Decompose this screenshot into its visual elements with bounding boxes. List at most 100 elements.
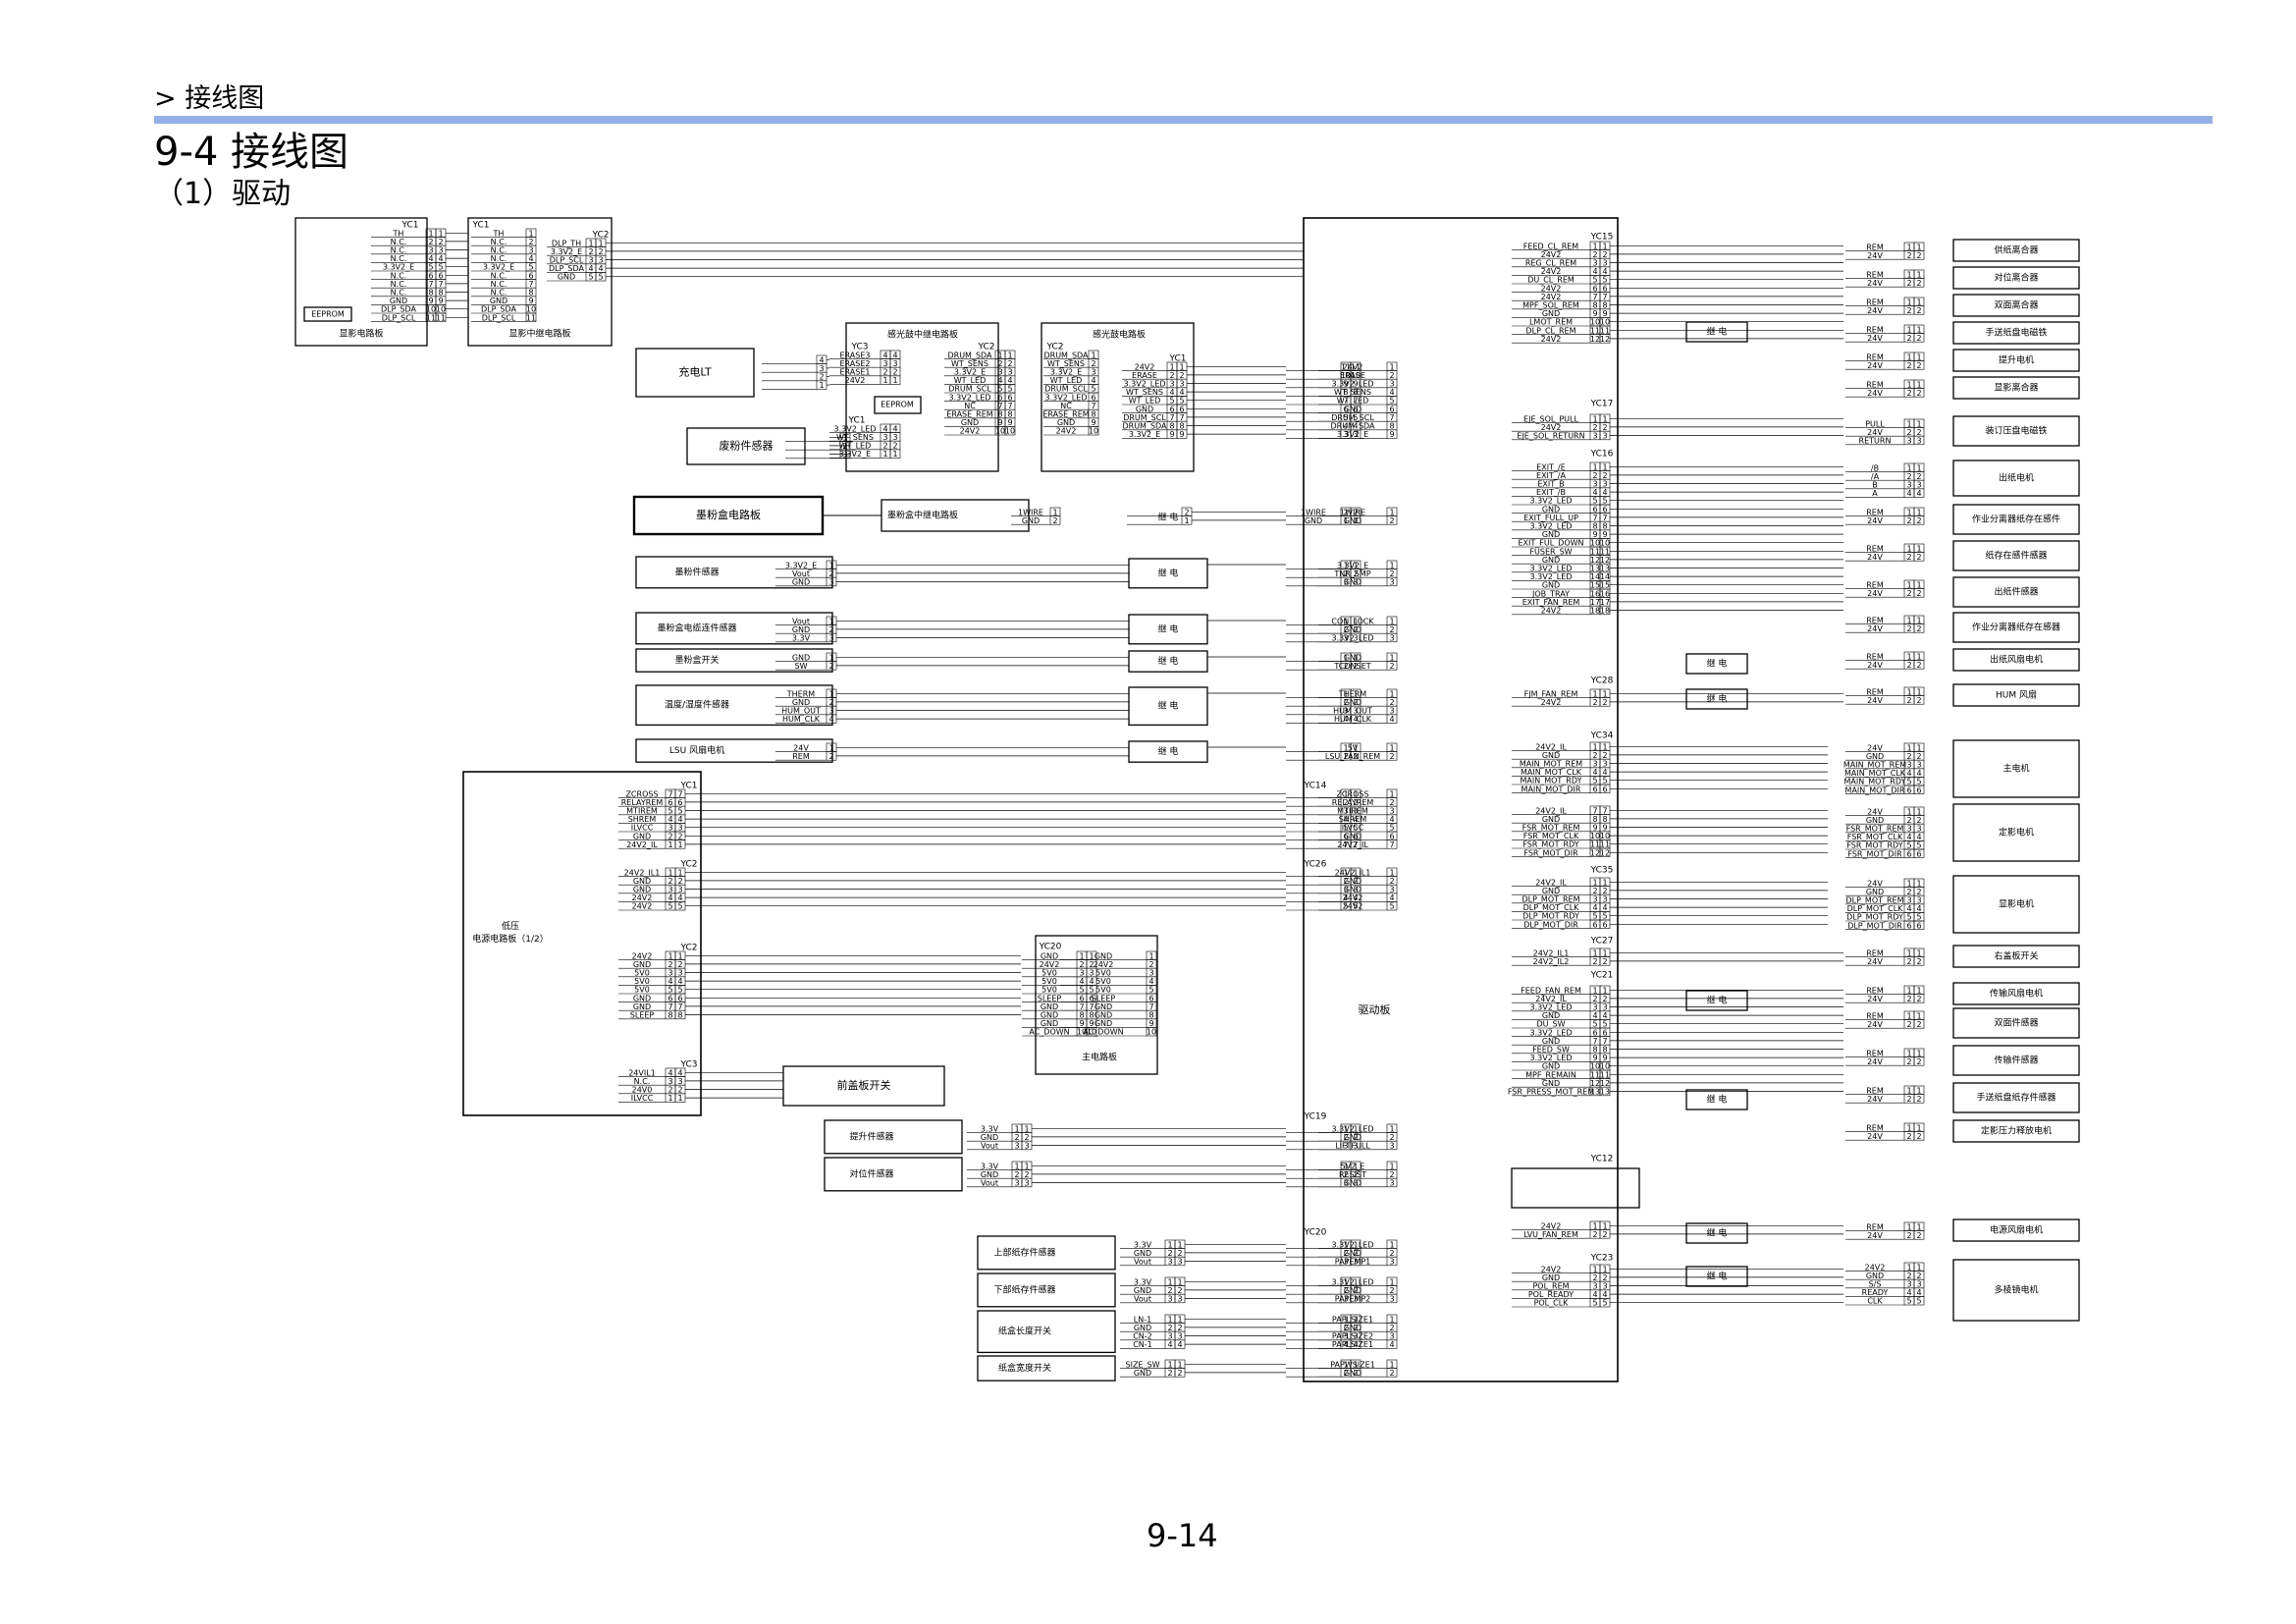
pin-number: 2 [1906,553,1911,562]
signal-label: 5V0 [634,977,650,986]
pin-number: 8 [1592,815,1597,824]
page-subtitle: （1）驱动 [154,177,292,211]
pin-number: 5 [1343,902,1348,911]
pin-number: 7 [1602,293,1607,301]
signal-label: Vout [981,1179,998,1188]
pin-number: 5 [1179,397,1184,406]
pin-number: 2 [598,247,603,256]
pin-number: 5 [428,263,433,272]
pin-cell [1913,360,1925,370]
pin-number: 1 [1169,362,1174,371]
pin-number: 6 [1389,405,1394,413]
lower-device-box [977,1272,1116,1308]
pin-number: 1 [1906,1222,1911,1231]
toner-relay-board [881,499,1030,532]
pin-number: 4 [677,977,682,986]
pin-number: 2 [1916,661,1921,670]
pin-number: 1 [1177,1240,1182,1249]
signal-label: RELAYREM [621,798,664,807]
pin-number: 2 [1916,553,1921,562]
pin-number: 2 [1906,1020,1911,1029]
pin-cell [1913,515,1925,525]
left-device-label: 温度/湿度件感器 [665,699,729,711]
pin-number: 13 [1590,1088,1600,1097]
pin-number: 4 [1177,1340,1182,1349]
pin-number: 2 [1014,1170,1019,1179]
pin-number: 4 [1602,488,1607,497]
signal-label: 24V2 [1541,335,1562,344]
pin-cell [1386,429,1398,439]
signal-label: GND [1344,1286,1362,1295]
signal-label: 24V2_IL [1337,840,1368,849]
pin-number: 2 [1353,1369,1358,1378]
signal-label: GND [1041,1019,1058,1028]
signal-label: EXIT_/A [1536,471,1566,480]
pin-number: 9 [1592,1054,1597,1062]
pin-number: 3 [1916,761,1921,770]
pin-number: 3 [1177,1295,1182,1304]
pin-number: 1 [1602,742,1607,751]
pin-number: 3 [1089,969,1094,978]
right-device-label: 出纸电机 [1999,472,2034,484]
signal-label: 24V [1867,279,1883,288]
pin-number: 1 [1906,298,1911,306]
pin-number: 9 [1592,309,1597,318]
signal-label: REM [1866,1049,1884,1057]
page-title: 9-4 接线图 [154,130,349,175]
right-device-box [1952,739,2080,798]
pin-number: 5 [1592,497,1597,506]
pin-number: 10 [1600,1062,1610,1071]
signal-label: TNR_SMP [1333,569,1370,578]
pin-number: 2 [1916,1231,1921,1240]
signal-label: REM [1866,948,1884,957]
signal-label: MAIN_MOT_RDY [1521,777,1582,785]
signal-label: PULL [1865,419,1885,428]
pin-number: 2 [1602,887,1607,895]
pin-number: 6 [677,994,682,1002]
signal-label: GND [1022,516,1040,525]
signal-label: 5V0 [1041,986,1057,995]
signal-label: MPF_SOL_REM [1522,301,1579,310]
signal-label: GND [961,418,979,427]
pin-number: 2 [1602,957,1607,966]
pin-number: 2 [1389,569,1394,578]
pin-number: 3 [997,368,1002,377]
pin-number: 2 [1916,696,1921,705]
pin-number: 1 [1167,1315,1172,1324]
pin-number: 1 [1389,617,1394,625]
pin-number: 1 [1353,1240,1358,1249]
pin-number: 9 [1389,430,1394,439]
signal-label: GND [981,1133,998,1142]
signal-label: 24V2 [1541,1265,1562,1273]
signal-label: GND [1344,877,1362,886]
pin-cell [1913,305,1925,315]
pin-number: 1 [1353,1315,1358,1324]
signal-label: REM [1866,1222,1884,1231]
signal-label: DRUM_SDA [1330,422,1375,431]
right-device-label: 传输件感器 [1994,1055,2038,1066]
pin-number: 3 [667,824,672,833]
pin-number: 2 [1343,1249,1348,1258]
pin-cell [1386,576,1398,587]
pin-number: 2 [1592,471,1597,480]
pin-number: 1 [428,229,433,238]
pin-number: 7 [1602,514,1607,522]
pin-number: 8 [1389,422,1394,431]
pin-number: 2 [1592,1230,1597,1239]
signal-label: 24V2 [1541,1221,1562,1230]
signal-label: WT_LED [954,376,986,385]
pin-number: 1 [1916,986,1921,995]
pin-number: 8 [438,289,443,298]
pin-cell [889,375,901,385]
pin-number: 3 [1389,1332,1394,1341]
pin-number: 2 [1906,752,1911,761]
pin-number: 6 [667,798,672,807]
pin-cell [1913,785,1925,794]
pin-number: 2 [1602,250,1607,259]
pin-number: 3 [438,246,443,255]
signal-label: N.C. [391,246,407,255]
signal-label: NC [964,402,976,410]
pin-number: 2 [1916,389,1921,398]
pin-number: 3 [1177,1258,1182,1267]
